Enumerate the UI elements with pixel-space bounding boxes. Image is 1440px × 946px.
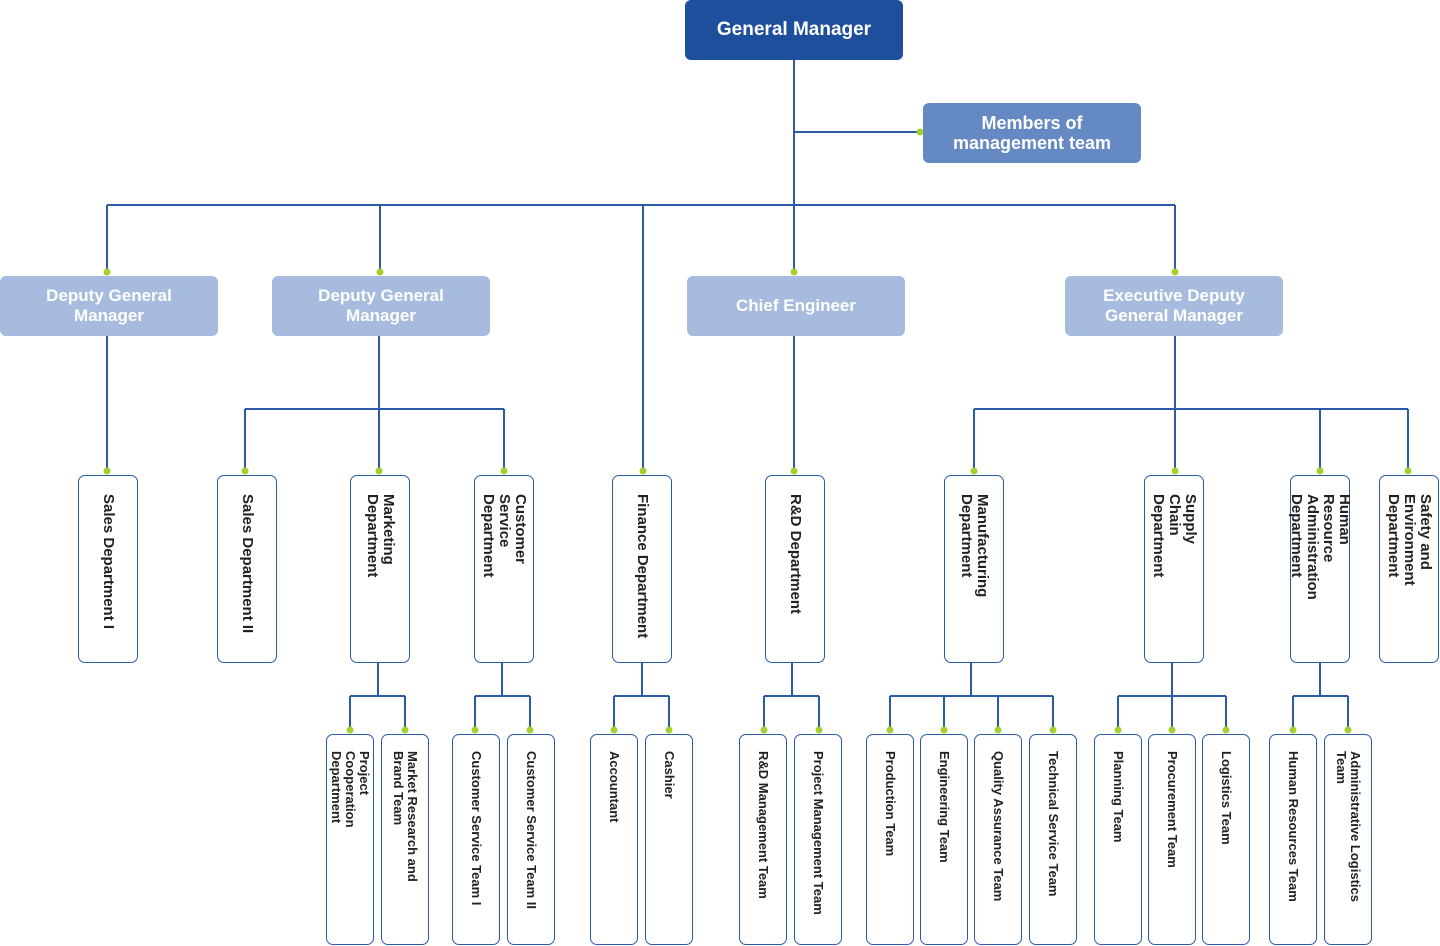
- connector-dot-2: [376, 268, 384, 276]
- executive-deputy-gm-label: Executive Deputy General Manager: [1103, 286, 1245, 325]
- chief-engineer-label: Chief Engineer: [736, 296, 856, 315]
- hr-administration-department-node: Human Resource Administration Department: [1288, 475, 1353, 663]
- management-team-node: Members of management team: [923, 103, 1141, 163]
- rd-management-team-label: R&D Management Team: [756, 751, 771, 899]
- manufacturing-department-node: Manufacturing Department: [944, 475, 1004, 663]
- connector-dot-6: [103, 467, 111, 475]
- connector-dot-24: [940, 726, 948, 734]
- connector-dot-11: [970, 467, 978, 475]
- connector-dot-5: [639, 467, 647, 475]
- safety-environment-department-node: Safety and Environment Department: [1379, 475, 1439, 663]
- accountant-node: Accountant: [590, 734, 638, 945]
- rd-department-node: R&D Department: [765, 475, 825, 663]
- connector-dot-8: [375, 467, 383, 475]
- administrative-logistics-team-label: Administrative Logistics Team: [1334, 751, 1363, 902]
- customer-service-team-2-node: Customer Service Team II: [507, 734, 555, 945]
- connector-dot-30: [1289, 726, 1297, 734]
- engineering-team-label: Engineering Team: [937, 751, 952, 863]
- connector-dot-3: [790, 268, 798, 276]
- production-team-node: Production Team: [866, 734, 914, 945]
- hr-administration-department-label: Human Resource Administration Department: [1288, 494, 1353, 600]
- project-management-team-label: Project Management Team: [811, 751, 826, 915]
- production-team-label: Production Team: [883, 751, 898, 857]
- connector-dot-4: [1171, 268, 1179, 276]
- planning-team-node: Planning Team: [1094, 734, 1142, 945]
- cashier-label: Cashier: [662, 751, 677, 799]
- supply-chain-department-label: Supply Chain Department: [1150, 494, 1199, 578]
- connector-dot-7: [241, 467, 249, 475]
- technical-service-team-node: Technical Service Team: [1029, 734, 1077, 945]
- quality-assurance-team-node: Quality Assurance Team: [974, 734, 1022, 945]
- marketing-department-label: Marketing Department: [364, 494, 397, 578]
- connector-dot-10: [790, 467, 798, 475]
- accountant-label: Accountant: [607, 751, 622, 823]
- procurement-team-label: Procurement Team: [1165, 751, 1180, 868]
- finance-department-node: Finance Department: [612, 475, 672, 663]
- human-resources-team-node: Human Resources Team: [1269, 734, 1317, 945]
- connector-dot-1: [103, 268, 111, 276]
- project-cooperation-department-label: Project Cooperation Department: [329, 751, 372, 828]
- sales-department-1-label: Sales Department I: [100, 494, 117, 630]
- rd-management-team-node: R&D Management Team: [739, 734, 787, 945]
- connector-dot-20: [665, 726, 673, 734]
- administrative-logistics-team-node: Administrative Logistics Team: [1324, 734, 1372, 945]
- connector-dot-27: [1114, 726, 1122, 734]
- deputy-general-manager-2-label: Deputy General Manager: [318, 286, 444, 325]
- connector-dot-14: [1404, 467, 1412, 475]
- connector-dot-17: [471, 726, 479, 734]
- connector-dot-19: [610, 726, 618, 734]
- cashier-node: Cashier: [645, 734, 693, 945]
- human-resources-team-label: Human Resources Team: [1286, 751, 1301, 902]
- logistics-team-node: Logistics Team: [1202, 734, 1250, 945]
- connector-dot-22: [815, 726, 823, 734]
- market-research-brand-team-node: Market Research and Brand Team: [381, 734, 429, 945]
- customer-service-team-2-label: Customer Service Team II: [524, 751, 539, 909]
- general-manager-label: General Manager: [716, 19, 872, 40]
- sales-department-2-node: Sales Department II: [217, 475, 277, 663]
- connector-dot-12: [1171, 467, 1179, 475]
- engineering-team-node: Engineering Team: [920, 734, 968, 945]
- management-team-label: Members of management team: [952, 113, 1112, 153]
- manufacturing-department-label: Manufacturing Department: [958, 494, 991, 598]
- finance-department-label: Finance Department: [634, 494, 651, 639]
- deputy-general-manager-2-node: Deputy General Manager: [272, 276, 490, 336]
- general-manager-node: General Manager: [685, 0, 903, 60]
- safety-environment-department-label: Safety and Environment Department: [1385, 494, 1434, 586]
- connector-dot-0: [916, 128, 924, 136]
- project-management-team-node: Project Management Team: [794, 734, 842, 945]
- connector-dot-28: [1168, 726, 1176, 734]
- connector-dot-15: [346, 726, 354, 734]
- executive-deputy-gm-node: Executive Deputy General Manager: [1065, 276, 1283, 336]
- customer-service-team-1-node: Customer Service Team I: [452, 734, 500, 945]
- marketing-department-node: Marketing Department: [350, 475, 410, 663]
- technical-service-team-label: Technical Service Team: [1046, 751, 1061, 897]
- project-cooperation-department-node: Project Cooperation Department: [326, 734, 374, 945]
- rd-department-label: R&D Department: [787, 494, 804, 615]
- planning-team-label: Planning Team: [1111, 751, 1126, 843]
- quality-assurance-team-label: Quality Assurance Team: [991, 751, 1006, 902]
- connector-dot-9: [500, 467, 508, 475]
- connector-dot-26: [1049, 726, 1057, 734]
- sales-department-2-label: Sales Department II: [239, 494, 256, 634]
- logistics-team-label: Logistics Team: [1219, 751, 1234, 845]
- connector-dot-21: [760, 726, 768, 734]
- customer-service-department-label: Customer Service Department: [480, 494, 529, 578]
- chief-engineer-node: Chief Engineer: [687, 276, 905, 336]
- market-research-brand-team-label: Market Research and Brand Team: [391, 751, 420, 882]
- connector-dot-23: [886, 726, 894, 734]
- customer-service-team-1-label: Customer Service Team I: [469, 751, 484, 906]
- connector-dot-31: [1344, 726, 1352, 734]
- connector-dot-18: [526, 726, 534, 734]
- connector-dot-16: [401, 726, 409, 734]
- deputy-general-manager-1-label: Deputy General Manager: [46, 286, 172, 325]
- customer-service-department-node: Customer Service Department: [474, 475, 534, 663]
- connector-dot-13: [1316, 467, 1324, 475]
- connector-dot-29: [1222, 726, 1230, 734]
- connector-dot-25: [994, 726, 1002, 734]
- supply-chain-department-node: Supply Chain Department: [1144, 475, 1204, 663]
- deputy-general-manager-1-node: Deputy General Manager: [0, 276, 218, 336]
- procurement-team-node: Procurement Team: [1148, 734, 1196, 945]
- sales-department-1-node: Sales Department I: [78, 475, 138, 663]
